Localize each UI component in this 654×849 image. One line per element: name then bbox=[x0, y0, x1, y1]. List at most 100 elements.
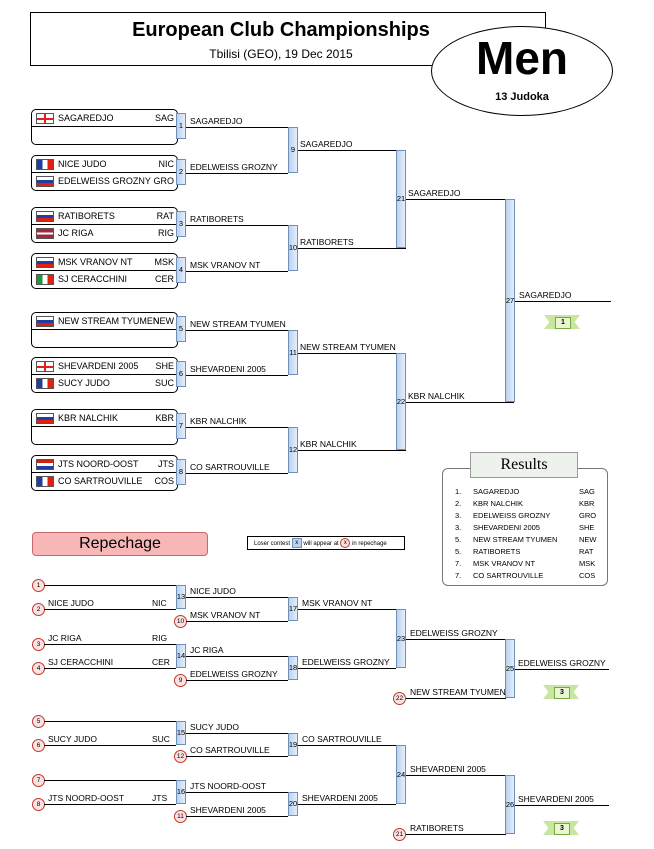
repechage-circle: 22 bbox=[393, 692, 406, 705]
repechage-circle: 5 bbox=[32, 715, 45, 728]
bracket-line bbox=[406, 639, 506, 640]
bracket-line bbox=[44, 585, 176, 586]
result-rank: 3. bbox=[455, 511, 462, 520]
flag-lat-icon bbox=[36, 228, 54, 239]
round1-winner: SAGAREDJO bbox=[190, 116, 243, 126]
semifinal-winner: KBR NALCHIK bbox=[408, 391, 465, 401]
legend-text-1: Loser contest bbox=[254, 541, 291, 547]
flag-ned-icon bbox=[36, 459, 54, 470]
bracket-line bbox=[298, 248, 406, 249]
bracket-line bbox=[186, 680, 288, 681]
medal-badge: 1 bbox=[544, 315, 580, 329]
result-team: KBR NALCHIK bbox=[473, 499, 524, 508]
bracket-line bbox=[186, 656, 288, 657]
bracket-line bbox=[406, 199, 514, 200]
flag-fra-icon bbox=[36, 159, 54, 170]
team-code: SHE bbox=[155, 361, 174, 371]
result-code: MSK bbox=[579, 559, 596, 568]
round2-contest bbox=[288, 225, 298, 271]
repechage-winner: SUCY JUDO bbox=[190, 722, 239, 732]
result-team: CO SARTROUVILLE bbox=[473, 571, 544, 580]
bracket-line bbox=[186, 173, 288, 174]
team-name: CO SARTROUVILLE bbox=[58, 476, 143, 486]
repechage-legend: Loser contest x will appear at x in repe… bbox=[247, 536, 405, 550]
repechage-contest bbox=[176, 780, 186, 804]
repechage-winner: EDELWEISS GROZNY bbox=[302, 657, 390, 667]
team-name: MSK VRANOV NT bbox=[58, 257, 133, 267]
bracket-line bbox=[186, 473, 288, 474]
bracket-line bbox=[186, 792, 288, 793]
contest-number: 17 bbox=[288, 604, 298, 613]
round1-winner: KBR NALCHIK bbox=[190, 416, 247, 426]
repechage-contest bbox=[288, 597, 298, 621]
team-code: NEW bbox=[153, 316, 174, 326]
bracket-line bbox=[186, 597, 288, 598]
bronze-contest bbox=[505, 775, 515, 834]
repechage-contest bbox=[176, 585, 186, 609]
flag-fra-icon bbox=[36, 378, 54, 389]
bronze-line bbox=[515, 805, 609, 806]
flag-rus-icon bbox=[36, 176, 54, 187]
contest-number: 18 bbox=[288, 663, 298, 672]
repechage-circle: 21 bbox=[393, 828, 406, 841]
team-name: KBR NALCHIK bbox=[58, 413, 119, 423]
contest-number: 5 bbox=[178, 324, 184, 333]
bracket-line bbox=[406, 402, 514, 403]
team-name: SUCY JUDO bbox=[58, 378, 110, 388]
round1-winner: NEW STREAM TYUMEN bbox=[190, 319, 286, 329]
entry-line: SHEVARDENI 2005 SHE bbox=[32, 358, 177, 375]
repechage-incoming: NEW STREAM TYUMEN bbox=[410, 687, 506, 697]
contest-number: 9 bbox=[290, 145, 296, 154]
medal-rank: 1 bbox=[555, 317, 571, 329]
repechage-code: NIC bbox=[152, 598, 167, 608]
bracket-line bbox=[44, 609, 176, 610]
bracket-line bbox=[44, 668, 176, 669]
bracket-line bbox=[298, 804, 396, 805]
judoka-count: 13 Judoka bbox=[495, 91, 549, 103]
bracket-line bbox=[186, 733, 288, 734]
repechage-winner: CO SARTROUVILLE bbox=[302, 734, 382, 744]
repechage-code: JTS bbox=[152, 793, 168, 803]
repechage-contest bbox=[176, 721, 186, 745]
repechage-incoming: EDELWEISS GROZNY bbox=[190, 669, 278, 679]
result-rank: 1. bbox=[455, 487, 462, 496]
contest-number: 14 bbox=[176, 651, 186, 660]
result-team: EDELWEISS GROZNY bbox=[473, 511, 551, 520]
round1-contest bbox=[176, 361, 186, 387]
repechage-incoming: MSK VRANOV NT bbox=[190, 610, 261, 620]
result-team: SHEVARDENI 2005 bbox=[473, 523, 540, 532]
contest-number: 23 bbox=[396, 633, 406, 643]
category-oval: Men 13 Judoka bbox=[431, 26, 613, 116]
repechage-circle: 8 bbox=[32, 798, 45, 811]
entry-line bbox=[32, 427, 177, 443]
team-name: EDELWEISS GROZNY bbox=[58, 176, 151, 186]
repechage-winner: EDELWEISS GROZNY bbox=[410, 628, 498, 638]
repechage-winner: NICE JUDO bbox=[190, 586, 236, 596]
result-rank: 7. bbox=[455, 571, 462, 580]
team-name: SHEVARDENI 2005 bbox=[58, 361, 139, 371]
bracket-line bbox=[44, 780, 176, 781]
team-code: CER bbox=[154, 274, 174, 284]
contest-number: 3 bbox=[178, 219, 184, 228]
round1-contest bbox=[176, 459, 186, 485]
medal-rank: 3 bbox=[554, 823, 570, 835]
bronze-contest bbox=[505, 639, 515, 698]
bracket-line bbox=[186, 330, 288, 331]
round1-winner: SHEVARDENI 2005 bbox=[190, 364, 266, 374]
bracket-line bbox=[186, 375, 288, 376]
repechage-contest bbox=[396, 745, 406, 804]
repechage-code: CER bbox=[152, 657, 170, 667]
bracket-line bbox=[406, 698, 506, 699]
category-label: Men bbox=[476, 32, 568, 84]
round2-winner: RATIBORETS bbox=[300, 237, 354, 247]
final-line bbox=[515, 301, 611, 302]
legend-text-3: in repechage bbox=[352, 541, 387, 547]
